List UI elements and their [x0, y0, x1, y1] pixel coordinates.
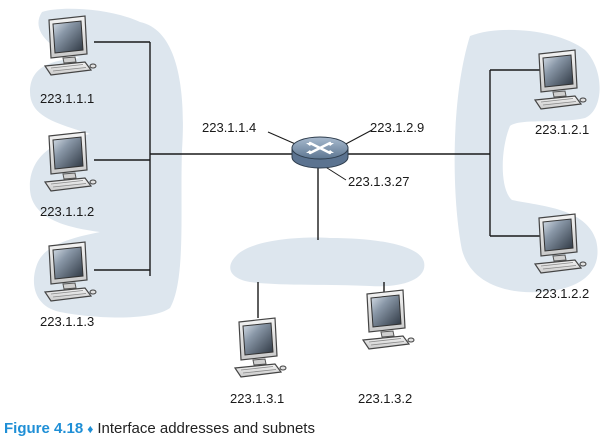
host-label: 223.1.1.2 [40, 204, 94, 219]
subnet-223-1-2-cloud [454, 29, 600, 293]
host-label: 223.1.1.1 [40, 91, 94, 106]
computer-icon [234, 317, 287, 378]
subnet-223-1-3-cloud [230, 237, 425, 287]
host-label: 223.1.1.3 [40, 314, 94, 329]
interface-label: 223.1.2.9 [370, 120, 424, 135]
subnet-223-1-1-cloud [29, 8, 183, 318]
router-icon [291, 136, 349, 169]
host-label: 223.1.3.1 [230, 391, 284, 406]
host-label: 223.1.2.1 [535, 122, 589, 137]
interface-label: 223.1.1.4 [202, 120, 256, 135]
diamond-separator-icon: ♦ [87, 422, 94, 436]
host-label: 223.1.2.2 [535, 286, 589, 301]
figure-caption: Figure 4.18♦Interface addresses and subn… [4, 420, 315, 437]
figure-number: Figure 4.18 [4, 420, 84, 437]
figure-title: Interface addresses and subnets [97, 420, 315, 437]
interface-label: 223.1.3.27 [348, 174, 409, 189]
computer-icon [362, 289, 415, 350]
host-label: 223.1.3.2 [358, 391, 412, 406]
